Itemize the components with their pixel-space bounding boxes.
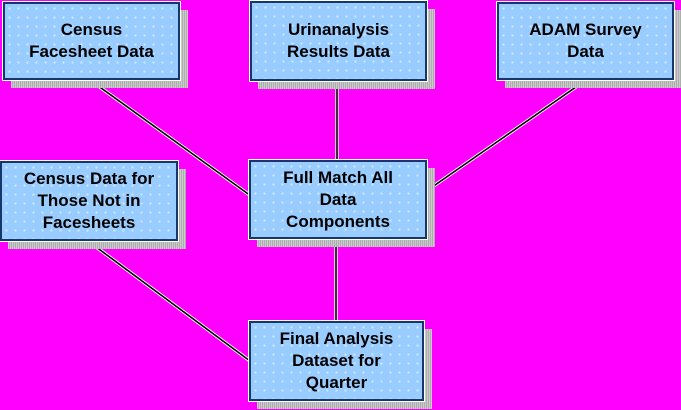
node-face: Census Data for Those Not in Facesheets [0, 160, 179, 242]
node-label: ADAM Survey Data [529, 20, 642, 61]
node-census-data-not-in-facesheets: Census Data for Those Not in Facesheets [0, 160, 186, 249]
node-label: Final Analysis Dataset for Quarter [279, 329, 394, 392]
node-full-match-all-data-components: Full Match All Data Components [248, 159, 435, 247]
node-face: ADAM Survey Data [496, 1, 675, 81]
node-final-analysis-dataset-for-quarter: Final Analysis Dataset for Quarter [248, 320, 432, 409]
connector-census-data-not-in-facesheets-to-final-analysis-dataset-for-quarter [87, 240, 251, 362]
connector-adam-survey-data-to-full-match-all-data-components [424, 79, 587, 193]
node-label: Full Match All Data Components [283, 167, 393, 231]
connector-census-facesheet-data-to-full-match-all-data-components [89, 79, 252, 197]
node-face: Final Analysis Dataset for Quarter [248, 320, 425, 402]
node-label: Urinanalysis Results Data [287, 20, 390, 61]
node-urinanalysis-results-data: Urinanalysis Results Data [249, 0, 435, 89]
node-adam-survey-data: ADAM Survey Data [496, 1, 681, 88]
node-face: Full Match All Data Components [248, 159, 428, 240]
node-label: Census Data for Those Not in Facesheets [23, 169, 155, 232]
node-census-facesheet-data: Census Facesheet Data [2, 1, 188, 88]
node-label: Census Facesheet Data [29, 20, 154, 61]
node-face: Census Facesheet Data [2, 1, 181, 81]
node-face: Urinanalysis Results Data [249, 0, 428, 82]
